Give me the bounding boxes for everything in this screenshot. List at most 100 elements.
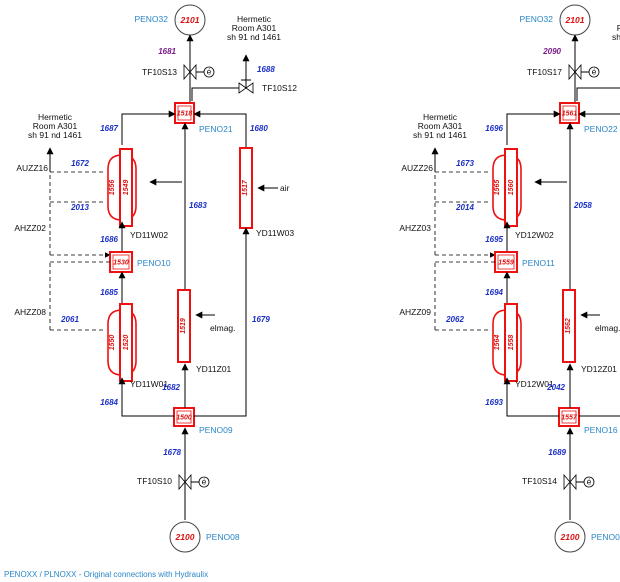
yd-right-label: YD11W03 xyxy=(256,228,294,238)
bottom-to-right xyxy=(579,415,620,417)
bottom-node-label: PENO09 xyxy=(199,425,233,435)
bottom-circle-id: 2100 xyxy=(560,532,580,542)
yd-mid-label: YD12Z01 xyxy=(581,364,617,374)
pipe-1685: 1694 xyxy=(485,288,503,297)
top-valve-actuator xyxy=(203,66,215,78)
hermetic-top-line: sh 91 nd 1461 xyxy=(612,32,620,42)
lower-vessel-shell xyxy=(107,309,137,376)
upper-vessel-shell xyxy=(492,154,522,221)
mid-node-id: 1559 xyxy=(498,260,514,267)
top-pipe-number: 1681 xyxy=(158,47,176,56)
pipe-1686: 1686 xyxy=(100,235,118,244)
right-to-top-node xyxy=(578,110,620,118)
mid-node-inner xyxy=(497,254,515,270)
exchanger-right-id: 1517 xyxy=(242,179,249,196)
pipe-1683: 1683 xyxy=(189,201,207,210)
top-valve-actuator-glyph: é xyxy=(592,67,597,77)
top-valve-label: TF10S17 xyxy=(527,67,562,77)
top-node-label: PENO22 xyxy=(584,124,618,134)
hermetic-pipe-number: 1688 xyxy=(257,65,275,74)
pipe-1687: 1687 xyxy=(100,124,118,133)
pipe-1684: 1693 xyxy=(485,398,503,407)
ahzz-upper-label: AHZZ03 xyxy=(399,223,431,233)
left-circuit: 2101PENO321681éTF10S13TF10S121688Hermeti… xyxy=(14,4,297,553)
right-to-top-node xyxy=(193,110,247,148)
bottom-to-lower-vessel xyxy=(118,377,174,417)
hermetic-top-line: Room A301 xyxy=(232,23,277,33)
top-valve-actuator-glyph: é xyxy=(207,67,212,77)
auzz-label: AUZZ26 xyxy=(401,163,433,173)
pipe-2013: 2014 xyxy=(455,203,474,212)
bottom-valve xyxy=(178,473,192,491)
left-to-top-node xyxy=(121,110,176,145)
top-valve-actuator xyxy=(588,66,600,78)
top-pipe-number: 2090 xyxy=(542,47,561,56)
lower-vessel-outer-id: 1564 xyxy=(494,335,501,351)
bottom-node-id: 1500 xyxy=(176,415,192,422)
top-circle-id: 2101 xyxy=(565,15,585,25)
pipe-1672: 1673 xyxy=(456,159,474,168)
hermetic-left-line: Hermetic xyxy=(38,112,73,122)
bottom-circle xyxy=(554,521,586,553)
yd-lower-label: YD11W01 xyxy=(130,379,168,389)
lower-vessel-tube xyxy=(119,303,133,382)
pipe-1685: 1685 xyxy=(100,288,118,297)
pipe-1680: 1680 xyxy=(250,124,268,133)
top-node-id: 1561 xyxy=(562,111,578,118)
ahzz-lower-label: AHZZ09 xyxy=(399,307,431,317)
hermetic-branch xyxy=(576,87,620,101)
top-node-label: PENO21 xyxy=(199,124,233,134)
bottom-valve xyxy=(563,473,577,491)
top-circle-id: 2101 xyxy=(180,15,200,25)
yd-upper-label: YD12W02 xyxy=(515,230,554,240)
lower-vessel-inner-id: 1520 xyxy=(123,335,130,351)
pipe-1679: 1679 xyxy=(252,315,270,324)
pipe-1683: 2058 xyxy=(573,201,592,210)
mid-node-label: PENO10 xyxy=(137,258,171,268)
bottom-valve-label: TF10S10 xyxy=(137,476,172,486)
pipe-1687: 1696 xyxy=(485,124,503,133)
bottom-node xyxy=(558,407,580,427)
lower-vessel-inner-id: 1558 xyxy=(508,335,515,351)
top-valve xyxy=(183,63,197,81)
hermetic-left-line: Room A301 xyxy=(418,121,463,131)
pipe-2061: 2061 xyxy=(60,315,79,324)
top-node-id: 1518 xyxy=(177,111,193,118)
right-circuit: 2101PENO322090éTF10S17TF10S162098Hermeti… xyxy=(399,4,620,553)
hermetic-top-line: Room A301 xyxy=(617,23,620,33)
hermetic-top-line: sh 91 nd 1461 xyxy=(227,32,281,42)
upper-vessel-outer-id: 1565 xyxy=(494,180,501,196)
upper-vessel-outer-id: 1556 xyxy=(109,180,116,196)
diagram-caption: PENOXX / PLNOXX - Original connections w… xyxy=(4,570,209,579)
upper-vessel-shell xyxy=(107,154,137,221)
bottom-node xyxy=(173,407,195,427)
top-peno-label: PENO32 xyxy=(134,14,168,24)
pipe-1672: 1672 xyxy=(71,159,89,168)
bottom-circle xyxy=(169,521,201,553)
exchanger-mid xyxy=(562,289,576,363)
elmag-label: elmag. xyxy=(210,323,236,333)
right-valve-label: TF10S12 xyxy=(262,83,297,93)
top-node-inner xyxy=(177,105,192,121)
hermetic-left-line: Hermetic xyxy=(423,112,458,122)
bottom-node-label: PENO16 xyxy=(584,425,618,435)
auzz-label: AUZZ16 xyxy=(16,163,48,173)
top-peno-label: PENO32 xyxy=(519,14,553,24)
hermetic-left-line: sh 91 nd 1461 xyxy=(413,130,467,140)
lower-vessel-outer-id: 1550 xyxy=(109,335,116,351)
upper-vessel-inner-id: 1549 xyxy=(123,180,130,196)
top-node-inner xyxy=(562,105,577,121)
upper-vessel-tube xyxy=(119,148,133,227)
pipe-1682: 2042 xyxy=(546,383,565,392)
exchanger-mid xyxy=(177,289,191,363)
mid-node-inner xyxy=(112,254,130,270)
yd-upper-label: YD11W02 xyxy=(130,230,168,240)
hermetic-left-line: Room A301 xyxy=(33,121,78,131)
bottom-circle-id: 2100 xyxy=(175,532,195,542)
hermetic-top-line: Hermetic xyxy=(237,14,272,24)
pipe-1682: 1682 xyxy=(162,383,180,392)
pipe-1686: 1695 xyxy=(485,235,503,244)
bottom-circle-label: PENO08 xyxy=(591,532,620,542)
